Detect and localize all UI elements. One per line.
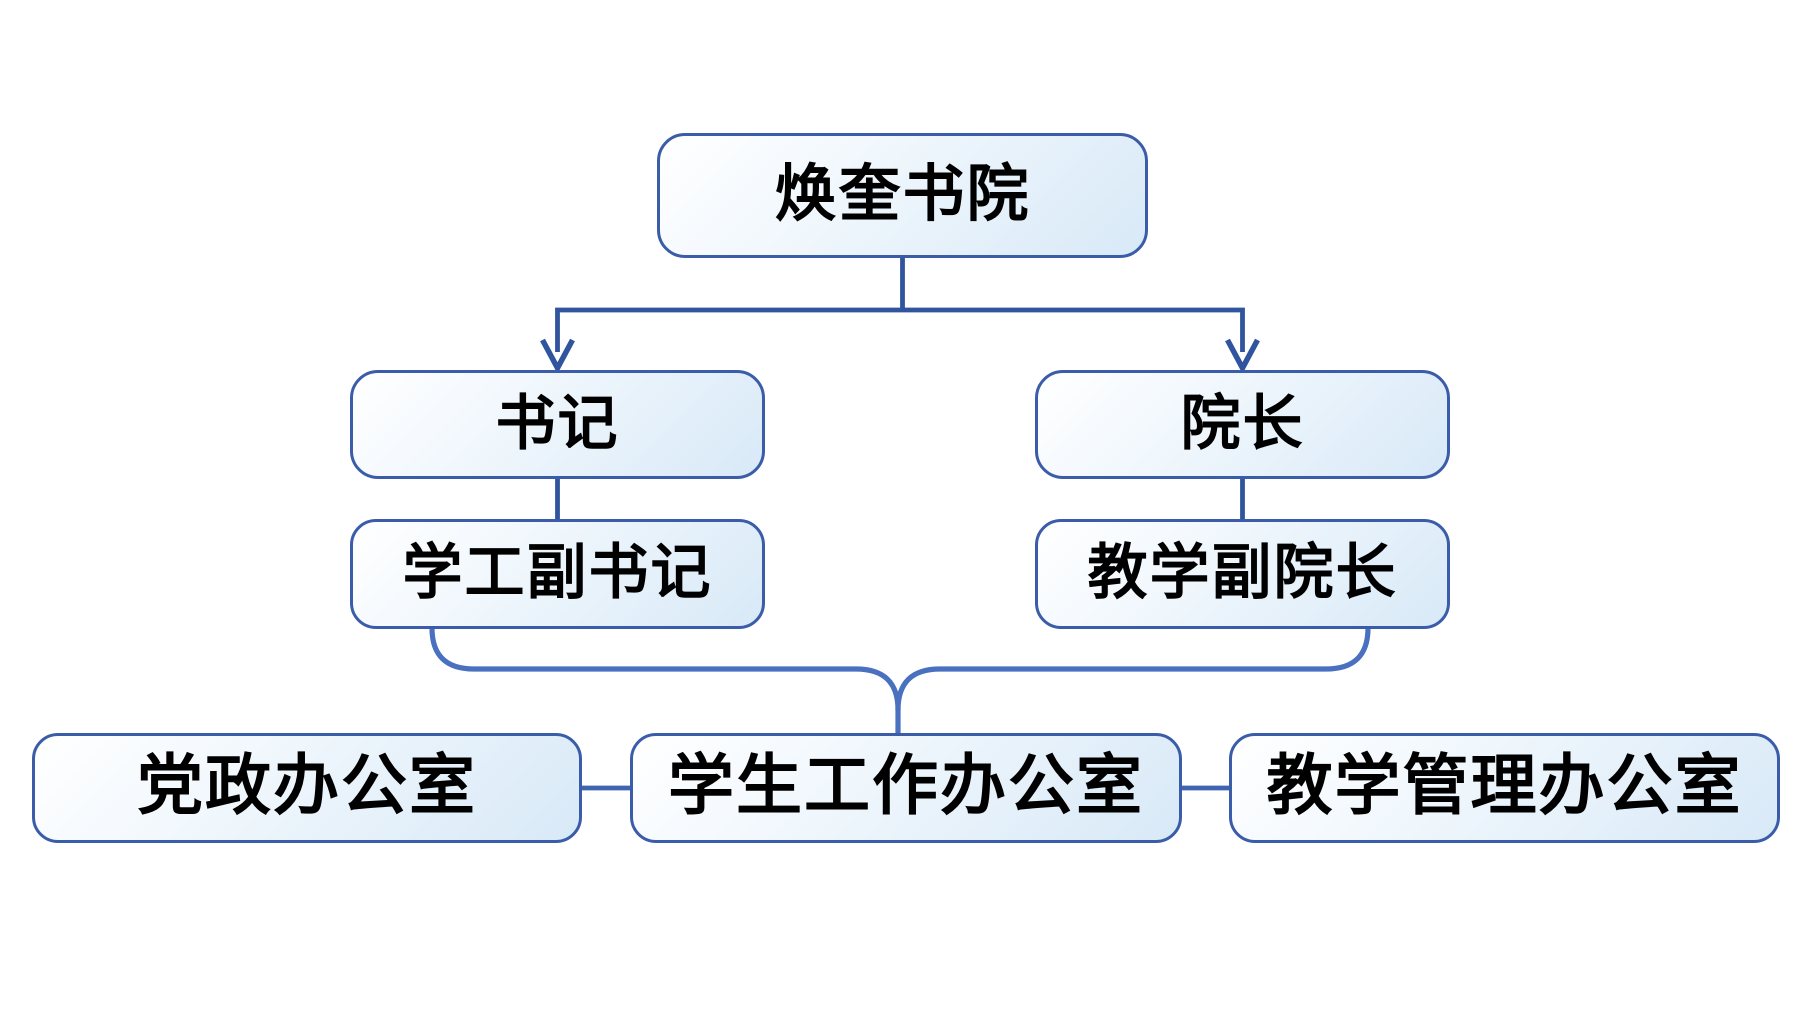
node-root: 焕奎书院 xyxy=(657,133,1148,258)
node-secretary: 书记 xyxy=(350,370,765,479)
node-party-office: 党政办公室 xyxy=(32,733,582,843)
node-party-office-label: 党政办公室 xyxy=(137,750,477,823)
node-teaching-office-label: 教学管理办公室 xyxy=(1266,750,1743,823)
node-student-office-label: 学生工作办公室 xyxy=(668,750,1144,823)
node-dean-label: 院长 xyxy=(1180,390,1305,457)
node-deputy-secretary: 学工副书记 xyxy=(350,519,765,629)
edge-brace-left xyxy=(429,625,901,736)
edge-distribution-bar xyxy=(555,307,1245,352)
arrowhead-secretary-icon xyxy=(540,338,575,374)
node-teaching-office: 教学管理办公室 xyxy=(1229,733,1780,843)
node-teaching-vice-dean: 教学副院长 xyxy=(1035,519,1450,629)
node-root-label: 焕奎书院 xyxy=(774,160,1031,229)
node-student-office: 学生工作办公室 xyxy=(630,733,1182,843)
arrowhead-dean-icon xyxy=(1225,338,1260,374)
node-deputy-secretary-label: 学工副书记 xyxy=(402,540,713,606)
node-dean: 院长 xyxy=(1035,370,1450,479)
node-secretary-label: 书记 xyxy=(495,390,620,457)
node-teaching-vice-dean-label: 教学副院长 xyxy=(1087,540,1398,606)
edge-brace-right xyxy=(895,625,1371,713)
